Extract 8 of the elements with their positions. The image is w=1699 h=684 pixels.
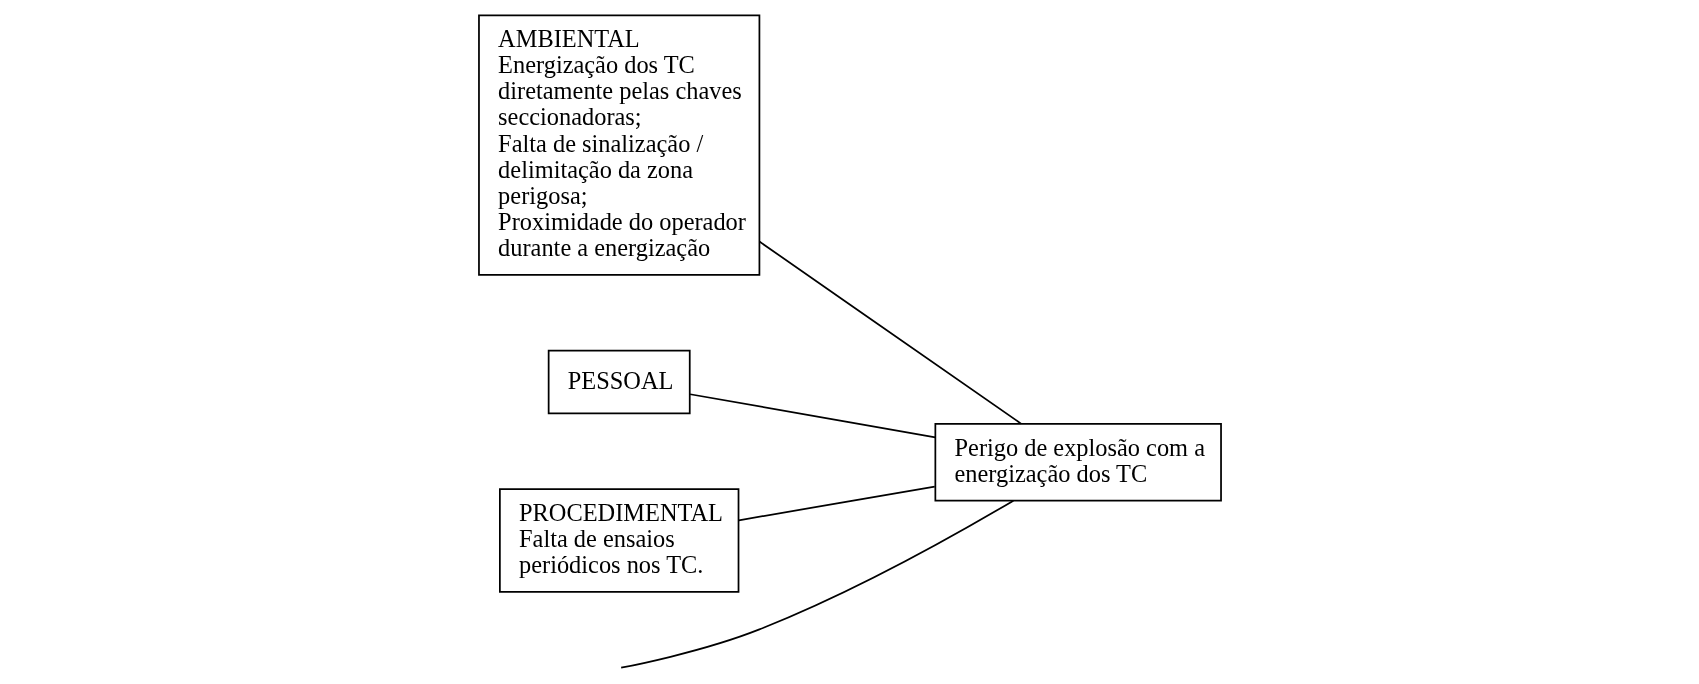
connector [688, 393, 936, 439]
node-box: PESSOAL [547, 349, 691, 415]
connector [619, 499, 1014, 669]
connector [758, 240, 1022, 425]
connector [737, 485, 936, 522]
node-box: AMBIENTAL Energização dos TC diretamente pelas chaves seccionadoras; Falta de sinalização / delimitação da zona perigosa; Proximidade do operador durante a energização [477, 14, 760, 276]
node-box: Perigo de explosão com a energização dos TC [934, 423, 1222, 502]
node-box: PROCEDIMENTAL Falta de ensaios periódicos nos TC. [498, 488, 739, 593]
